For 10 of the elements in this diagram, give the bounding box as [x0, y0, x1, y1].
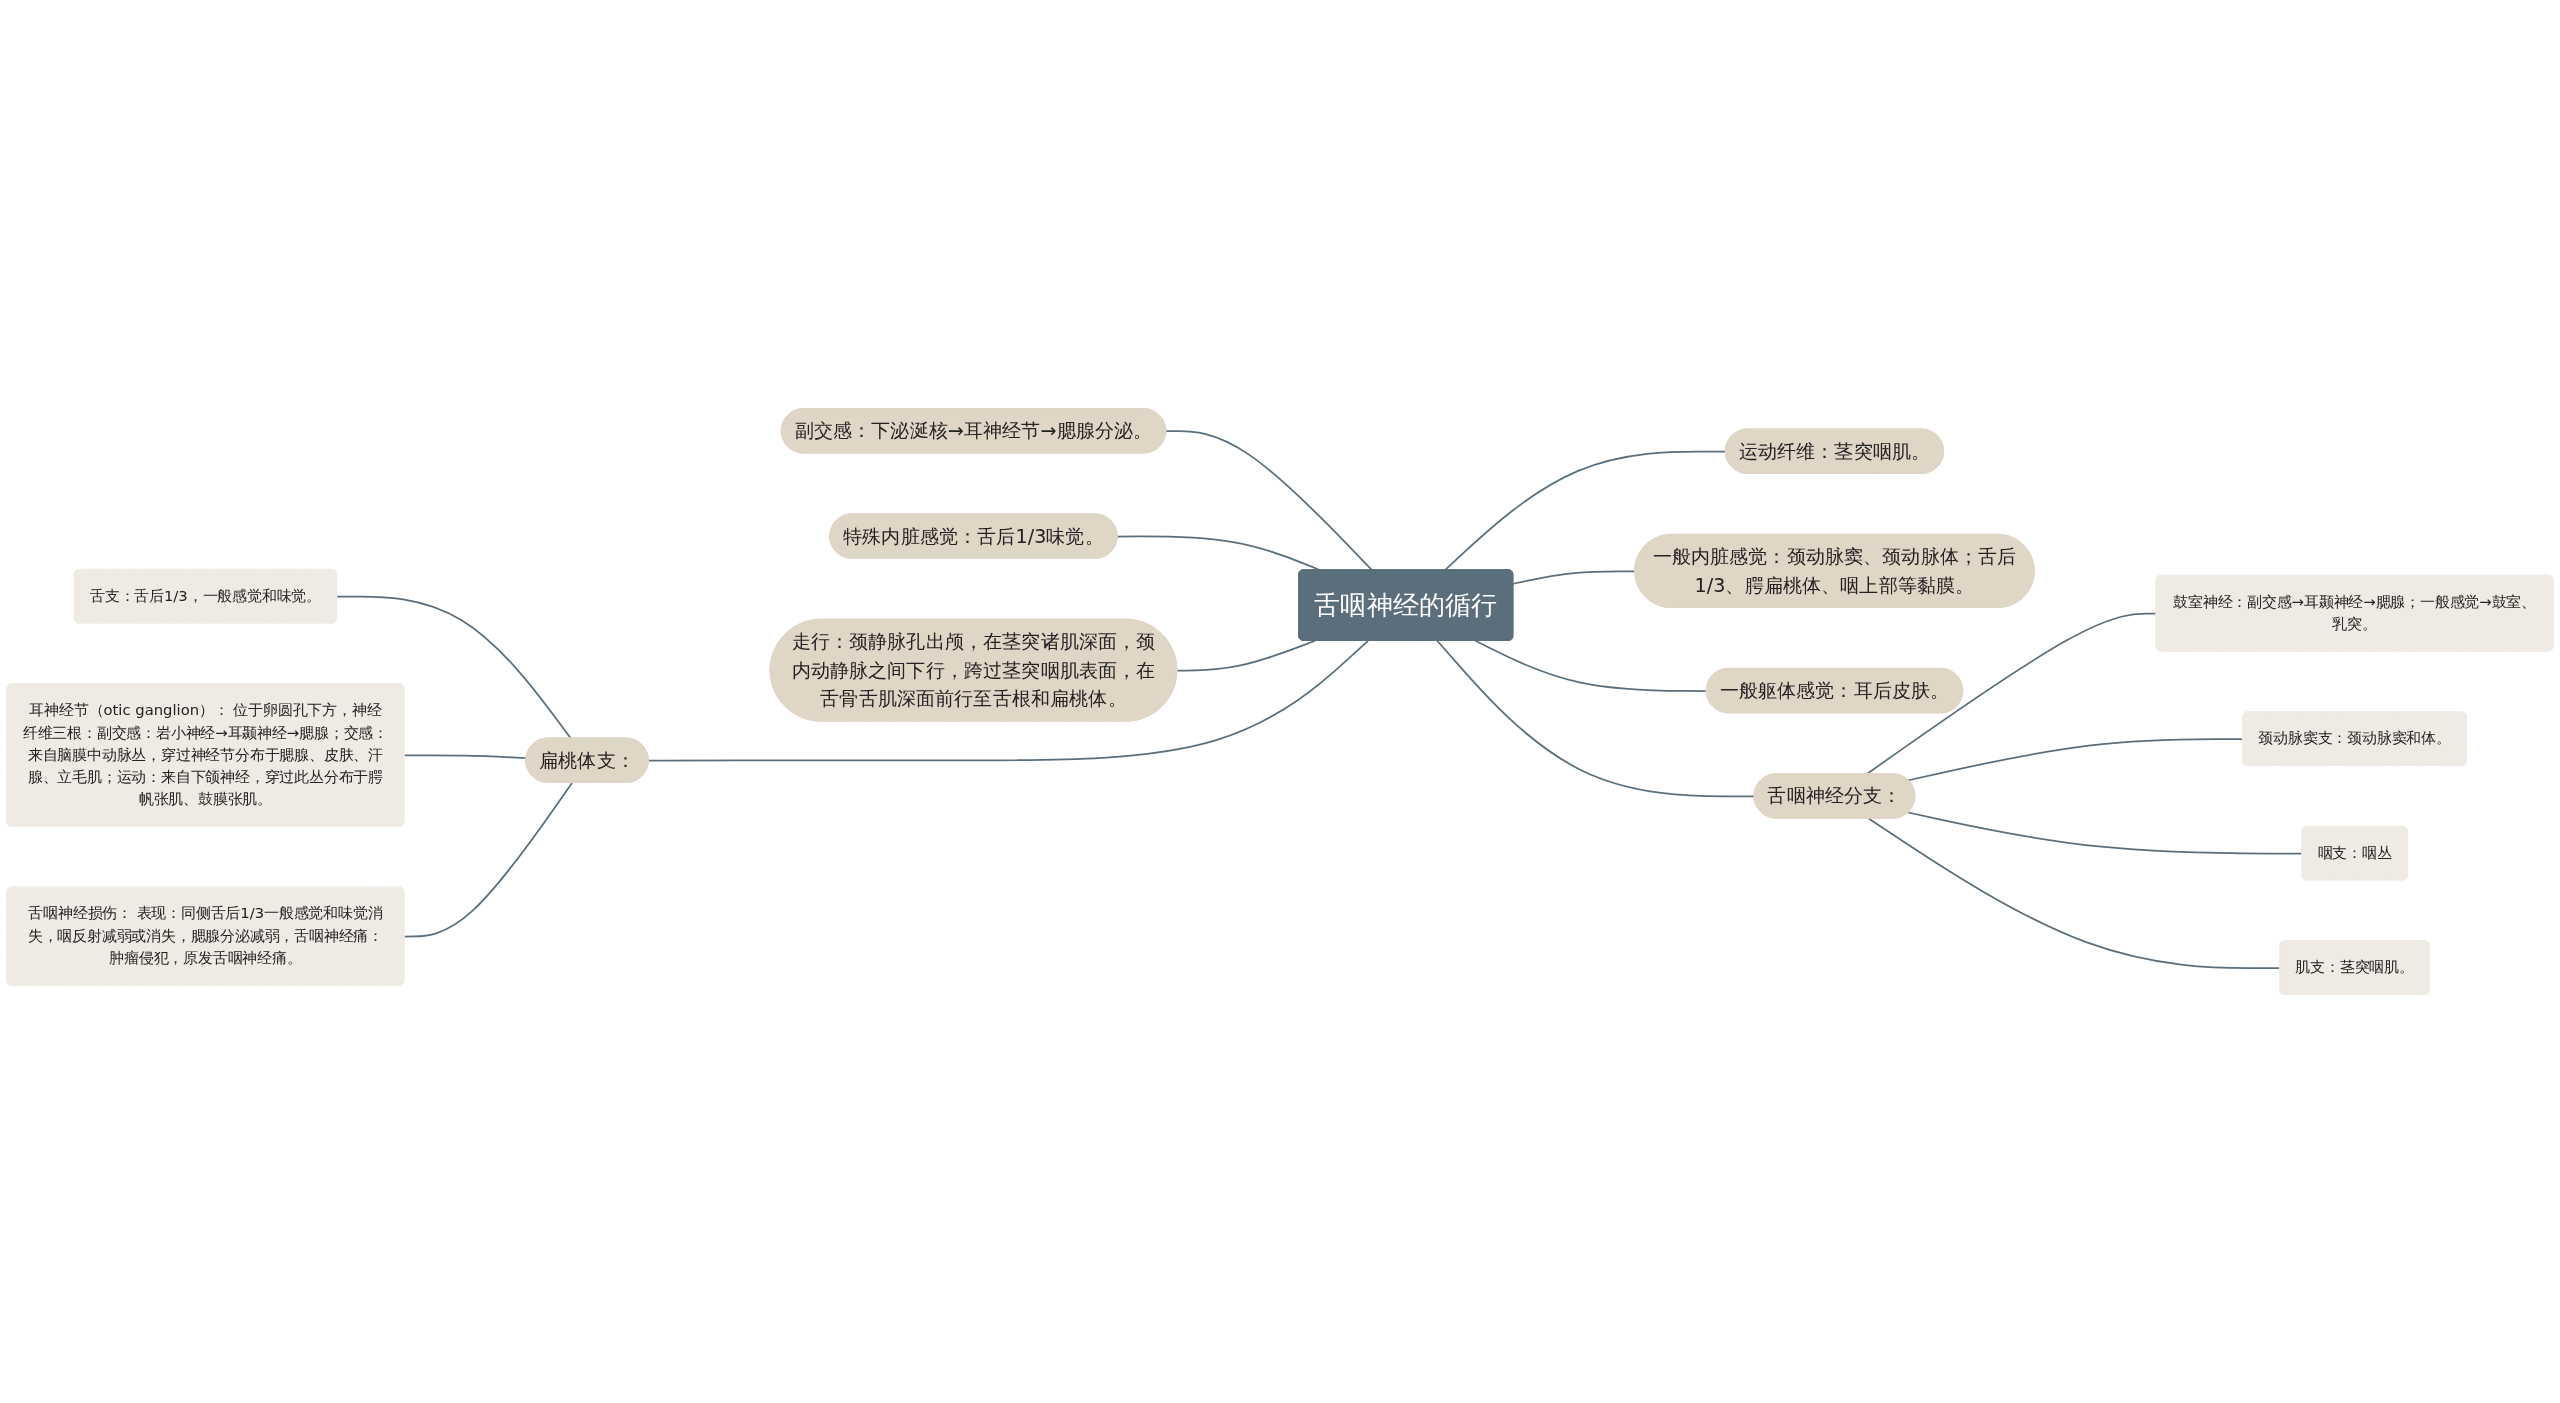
connector	[1176, 639, 1317, 672]
connector	[647, 639, 1369, 762]
connector	[1474, 639, 1708, 692]
connector	[403, 754, 528, 759]
connector	[1867, 817, 2281, 969]
connector	[1436, 639, 1756, 798]
connector	[1512, 570, 1636, 585]
connector	[403, 782, 573, 938]
connector	[336, 595, 572, 740]
connector	[1907, 738, 2244, 782]
